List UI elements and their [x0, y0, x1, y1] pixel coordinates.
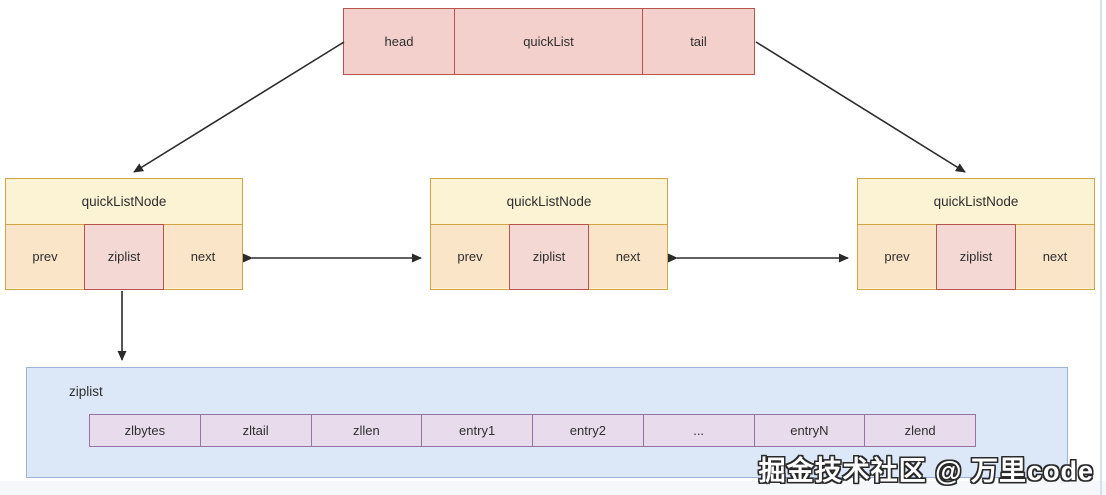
- watermark-text: 掘金技术社区 @ 万里code: [758, 456, 1094, 486]
- quicklistnode-3-next-cell: next: [1016, 225, 1094, 288]
- ziplist-cell-zllen: zllen: [310, 415, 422, 446]
- quicklist-tail-cell: tail: [642, 9, 754, 74]
- quicklistnode-2-ziplist-cell: ziplist: [509, 223, 589, 290]
- quicklistnode-3-ziplist-cell: ziplist: [936, 223, 1016, 290]
- quicklistnode-3-prev-cell: prev: [858, 225, 936, 288]
- page-edge-line: [1100, 0, 1102, 495]
- quicklistnode-1-prev-cell: prev: [6, 225, 84, 288]
- ziplist-label: ziplist: [69, 384, 103, 399]
- quicklistnode-1: quickListNode prev ziplist next: [5, 178, 243, 290]
- arrow-head-to-node1: [133, 41, 345, 173]
- ziplist-cell-entryN: entryN: [753, 415, 865, 446]
- ziplist-cell-zlend: zlend: [864, 415, 975, 446]
- ziplist-cell-zltail: zltail: [199, 415, 311, 446]
- bottom-margin-strip: [0, 481, 1106, 495]
- quicklistnode-2-fields: prev ziplist next: [431, 223, 667, 290]
- quicklist-head-cell: head: [384, 34, 414, 49]
- quicklistnode-2-title: quickListNode: [431, 179, 667, 225]
- quicklistnode-1-title: quickListNode: [6, 179, 242, 225]
- ziplist-cell-zlbytes: zlbytes: [124, 423, 166, 438]
- ziplist-container: ziplist zlbytes zltail zllen entry1 entr…: [26, 367, 1068, 478]
- ziplist-cell-entry2: entry2: [532, 415, 643, 446]
- ziplist-cell-entry1: entry1: [421, 415, 532, 446]
- quicklistnode-2-prev-cell: prev: [431, 225, 509, 288]
- ziplist-entries-row: zlbytes zltail zllen entry1 entry2 ... e…: [89, 414, 976, 447]
- quicklist-struct-box: head quickList tail: [343, 8, 755, 75]
- quicklistnode-3: quickListNode prev ziplist next: [857, 178, 1095, 290]
- quicklistnode-2: quickListNode prev ziplist next: [430, 178, 668, 290]
- quicklistnode-1-fields: prev ziplist next: [6, 223, 242, 290]
- quicklistnode-1-next-cell: next: [164, 225, 242, 288]
- quicklistnode-3-title: quickListNode: [858, 179, 1094, 225]
- arrow-tail-to-node3: [755, 41, 966, 173]
- quicklistnode-1-ziplist-cell: ziplist: [84, 223, 164, 290]
- quicklistnode-2-next-cell: next: [589, 225, 667, 288]
- quicklist-title-cell: quickList: [454, 9, 642, 74]
- quicklistnode-3-fields: prev ziplist next: [858, 223, 1094, 290]
- ziplist-cell-ellipsis: ...: [642, 415, 754, 446]
